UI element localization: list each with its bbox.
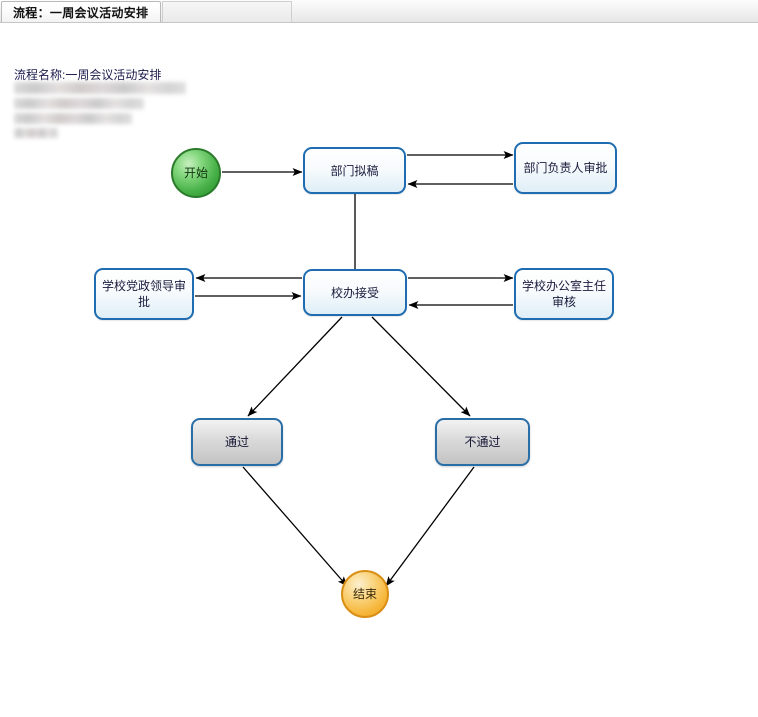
edge-pass-to-end — [242, 466, 348, 587]
node-department-draft[interactable]: 部门拟稿 — [303, 147, 406, 194]
redacted-text-line — [14, 113, 132, 124]
node-department-head-approval-label: 部门负责人审批 — [523, 161, 608, 175]
node-school-party-leader-approval[interactable]: 学校党政领导审批 — [94, 268, 194, 320]
node-office-director-review-label: 学校办公室主任审核 — [522, 279, 607, 309]
redacted-text-line — [14, 128, 58, 138]
tab-flow-title[interactable]: 流程：一周会议活动安排 — [1, 1, 162, 22]
node-fail[interactable]: 不通过 — [435, 418, 530, 466]
node-start[interactable]: 开始 — [171, 148, 221, 198]
edge-accept-to-fail — [371, 316, 471, 417]
node-pass-label: 通过 — [224, 435, 249, 449]
tab-strip: 流程：一周会议活动安排 — [0, 0, 758, 23]
node-school-party-leader-approval-label: 学校党政领导审批 — [102, 279, 187, 309]
node-office-director-review[interactable]: 学校办公室主任审核 — [514, 268, 614, 320]
redacted-text-line — [14, 98, 144, 109]
node-school-office-accept-label: 校办接受 — [330, 285, 379, 300]
node-end-label: 结束 — [352, 587, 377, 601]
redacted-text-line — [14, 82, 186, 94]
edge-accept-to-pass — [247, 316, 343, 417]
node-start-label: 开始 — [183, 166, 208, 180]
node-end[interactable]: 结束 — [341, 570, 389, 618]
tab-empty-slot[interactable] — [162, 1, 292, 22]
edge-group — [195, 151, 514, 587]
node-school-office-accept[interactable]: 校办接受 — [303, 269, 407, 316]
node-department-head-approval[interactable]: 部门负责人审批 — [514, 142, 617, 194]
edge-fail-to-end — [385, 466, 475, 587]
node-pass[interactable]: 通过 — [191, 418, 283, 466]
flow-diagram-canvas[interactable]: 流程名称:一周会议活动安排 — [0, 24, 758, 717]
flow-name-label: 流程名称:一周会议活动安排 — [14, 68, 162, 82]
flow-edges — [195, 151, 514, 587]
node-department-draft-label: 部门拟稿 — [330, 163, 379, 178]
tab-label: 流程：一周会议活动安排 — [13, 5, 149, 20]
node-fail-label: 不通过 — [464, 435, 501, 449]
